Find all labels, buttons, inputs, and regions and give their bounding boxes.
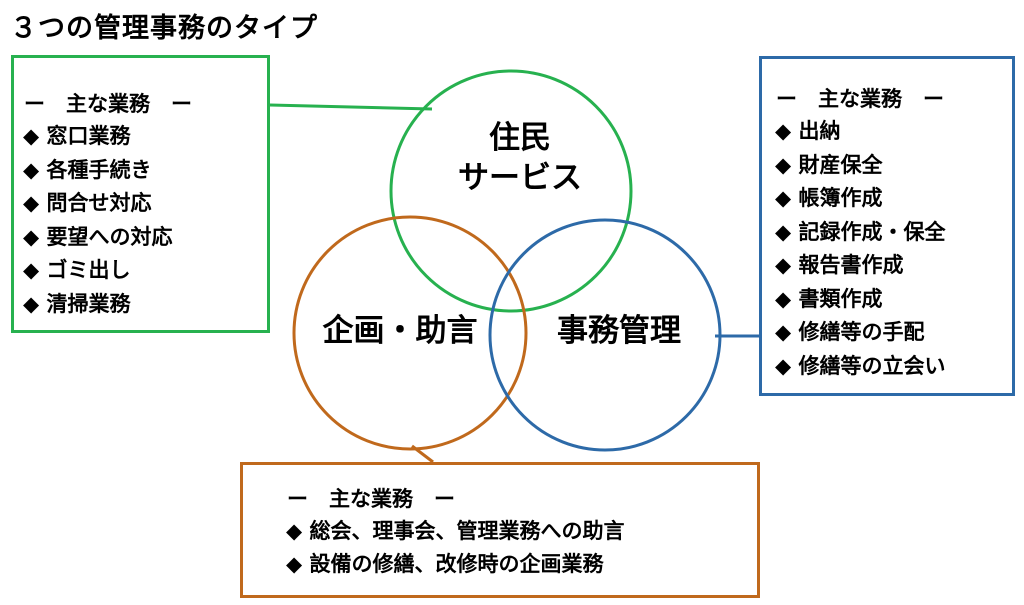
page-title: ３つの管理事務のタイプ [10,13,318,44]
list-item: ◆ 修繕等の立会い [775,353,946,378]
tasks-list: ◆ 出納 ◆ 財産保全 ◆ 帳簿作成 ◆ 記録作成・保全 ◆ 報告書作成 ◆ 書… [775,115,1012,383]
planning-advice-label: 企画・助言 [322,313,478,349]
tasks-heading: ー 主な業務 ー [776,87,944,111]
list-item: ◆ 総会、理事会、管理業務への助言 [286,519,625,543]
list-item: ◆ 問合せ対応 [23,191,152,215]
list-item: ◆ 報告書作成 [775,253,904,277]
planning-advice-circle [292,215,528,451]
list-item: ◆ 各種手続き [23,157,152,182]
list-item: ◆ 出納 [775,119,841,143]
list-item: ◆ 財産保全 [775,152,883,177]
tasks-list: ◆ 総会、理事会、管理業務への助言 ◆ 設備の修繕、改修時の企画業務 [286,515,757,581]
green-connector-line [269,103,433,111]
list-item: ◆ 修繕等の手配 [775,320,925,344]
administration-tasks-box: ー 主な業務 ー ◆ 出納 ◆ 財産保全 ◆ 帳簿作成 ◆ 記録作成・保全 ◆ … [759,56,1015,396]
list-item: ◆ 要望への対応 [23,224,173,249]
tasks-heading: ー 主な業務 ー [287,487,455,511]
resident-service-circle [389,69,633,313]
list-item: ◆ 設備の修繕、改修時の企画業務 [286,552,604,576]
resident-service-label-line2: サービス [458,160,582,196]
resident-service-tasks-box: ー 主な業務 ー ◆ 窓口業務 ◆ 各種手続き ◆ 問合せ対応 ◆ 要望への対応… [11,55,270,333]
list-item: ◆ ゴミ出し [23,258,131,282]
list-item: ◆ 書類作成 [775,286,883,311]
list-item: ◆ 記録作成・保全 [775,219,946,244]
resident-service-label-line1: 住民 [489,120,551,156]
list-item: ◆ 清掃業務 [23,291,131,316]
administration-circle [488,218,722,452]
administration-label: 事務管理 [557,313,681,349]
list-item: ◆ 窓口業務 [23,124,131,148]
resident-service-label: 住民 サービス [420,118,620,198]
tasks-heading: ー 主な業務 ー [24,92,192,116]
list-item: ◆ 帳簿作成 [775,186,883,210]
planning-advice-tasks-box: ー 主な業務 ー ◆ 総会、理事会、管理業務への助言 ◆ 設備の修繕、改修時の企… [240,462,760,598]
tasks-list: ◆ 窓口業務 ◆ 各種手続き ◆ 問合せ対応 ◆ 要望への対応 ◆ ゴミ出し ◆… [23,120,267,321]
